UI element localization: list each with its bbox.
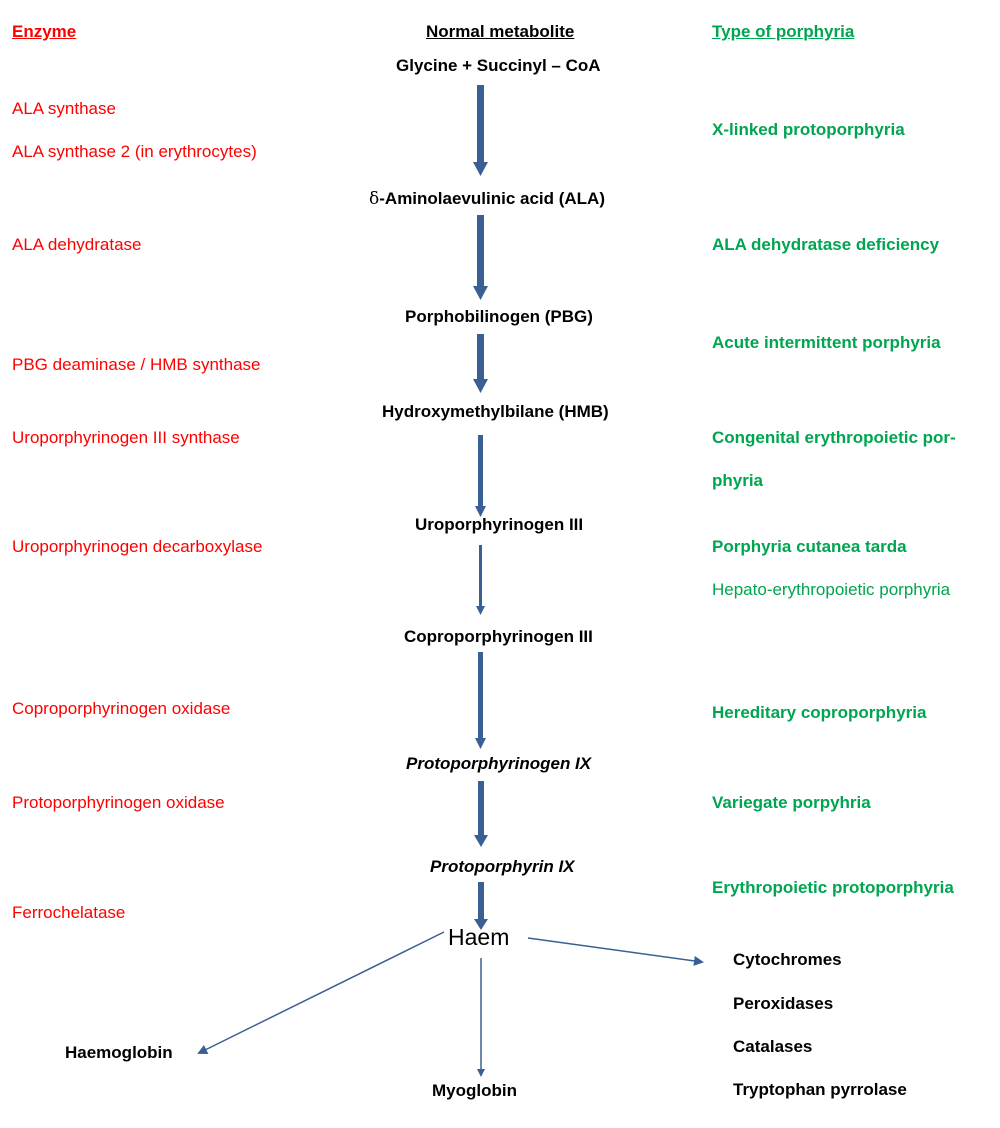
enzyme-ferrochelatase: Ferrochelatase bbox=[12, 903, 126, 922]
product-haemoglobin: Haemoglobin bbox=[65, 1043, 173, 1062]
metabolite-ala: δ-Aminolaevulinic acid (ALA) bbox=[369, 189, 605, 209]
porphyria-variegate: Variegate porpyhria bbox=[712, 793, 871, 812]
porphyria-acute-intermittent: Acute intermittent porphyria bbox=[712, 333, 941, 352]
metabolite-uroporphyrinogen-iii: Uroporphyrinogen III bbox=[415, 515, 584, 534]
product-cytochromes: Cytochromes bbox=[733, 950, 842, 969]
porphyria-congenital-erythropoietic-line1: Congenital erythropoietic por- bbox=[712, 428, 956, 447]
metabolite-ala-label: -Aminolaevulinic acid (ALA) bbox=[379, 189, 605, 208]
arrow-glycine-to-ala bbox=[473, 85, 488, 176]
enzyme-pbg-deaminase: PBG deaminase / HMB synthase bbox=[12, 355, 261, 374]
arrow-ala-to-pbg bbox=[473, 215, 488, 300]
metabolite-pbg: Porphobilinogen (PBG) bbox=[405, 307, 593, 326]
enzyme-ala-dehydratase: ALA dehydratase bbox=[12, 235, 142, 254]
enzyme-coproporphyrinogen-oxidase: Coproporphyrinogen oxidase bbox=[12, 699, 231, 718]
porphyria-cutanea-tarda: Porphyria cutanea tarda bbox=[712, 537, 907, 556]
porphyria-ala-dehydratase-deficiency: ALA dehydratase deficiency bbox=[712, 235, 940, 254]
arrow-haem-to-cytochromes bbox=[527, 937, 704, 966]
enzyme-ala-synthase: ALA synthase bbox=[12, 99, 116, 118]
arrow-uro3-to-copro3 bbox=[476, 545, 485, 615]
enzyme-uroporphyrinogen-iii-synthase: Uroporphyrinogen III synthase bbox=[12, 428, 240, 447]
enzyme-column-header: Enzyme bbox=[12, 22, 77, 41]
delta-symbol: δ bbox=[369, 189, 380, 209]
arrow-hmb-to-uro3 bbox=[475, 435, 486, 517]
enzyme-uroporphyrinogen-decarboxylase: Uroporphyrinogen decarboxylase bbox=[12, 537, 263, 556]
enzyme-protoporphyrinogen-oxidase: Protoporphyrinogen oxidase bbox=[12, 793, 225, 812]
porphyria-hepato-erythropoietic: Hepato-erythropoietic porphyria bbox=[712, 580, 951, 599]
metabolite-protoporphyrinogen-ix: Protoporphyrinogen IX bbox=[406, 754, 592, 773]
arrow-protogen9-to-proto9 bbox=[474, 781, 488, 847]
product-myoglobin: Myoglobin bbox=[432, 1081, 517, 1100]
enzyme-ala-synthase-2: ALA synthase 2 (in erythrocytes) bbox=[12, 142, 257, 161]
porphyria-congenital-erythropoietic-line2: phyria bbox=[712, 471, 764, 490]
product-peroxidases: Peroxidases bbox=[733, 994, 834, 1013]
metabolite-coproporphyrinogen-iii: Coproporphyrinogen III bbox=[404, 627, 593, 646]
arrow-haem-to-haemoglobin bbox=[197, 931, 445, 1054]
metabolite-glycine-succinyl-coa: Glycine + Succinyl – CoA bbox=[396, 56, 601, 75]
porphyria-column-header: Type of porphyria bbox=[712, 22, 855, 41]
porphyria-erythropoietic-protoporphyria: Erythropoietic protoporphyria bbox=[712, 878, 954, 897]
product-catalases: Catalases bbox=[733, 1037, 813, 1056]
product-tryptophan-pyrrolase: Tryptophan pyrrolase bbox=[733, 1080, 907, 1099]
metabolite-protoporphyrin-ix: Protoporphyrin IX bbox=[430, 857, 575, 876]
metabolite-hmb: Hydroxymethylbilane (HMB) bbox=[382, 402, 609, 421]
arrow-copro3-to-protogen9 bbox=[475, 652, 486, 749]
porphyria-x-linked-protoporphyria: X-linked protoporphyria bbox=[712, 120, 905, 139]
arrow-proto9-to-haem bbox=[474, 882, 488, 930]
porphyria-hereditary-coproporphyria: Hereditary coproporphyria bbox=[712, 703, 927, 722]
metabolite-haem: Haem bbox=[448, 924, 510, 950]
arrow-pbg-to-hmb bbox=[473, 334, 488, 393]
metabolite-column-header: Normal metabolite bbox=[426, 22, 575, 41]
